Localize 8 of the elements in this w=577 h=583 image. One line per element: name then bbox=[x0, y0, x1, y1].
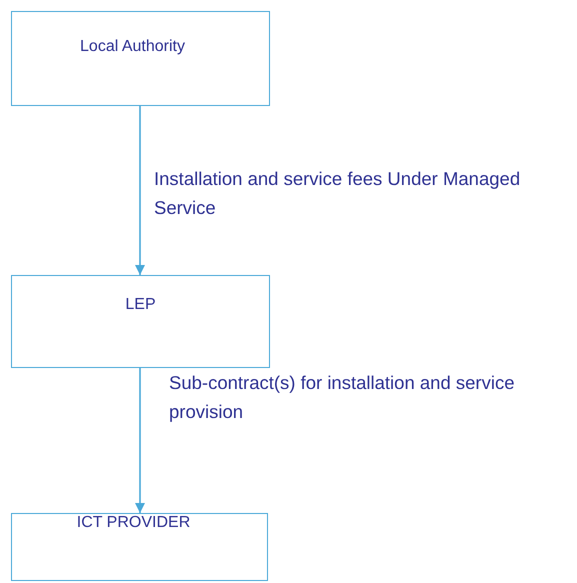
box-label: ICT PROVIDER bbox=[76, 514, 192, 532]
process-box bbox=[11, 275, 270, 368]
arrow bbox=[135, 106, 145, 275]
arrow bbox=[135, 368, 145, 513]
box-label: Local Authority bbox=[79, 38, 186, 56]
process-box bbox=[11, 11, 270, 106]
process-box bbox=[11, 513, 268, 581]
box-label: LEP bbox=[124, 296, 157, 314]
